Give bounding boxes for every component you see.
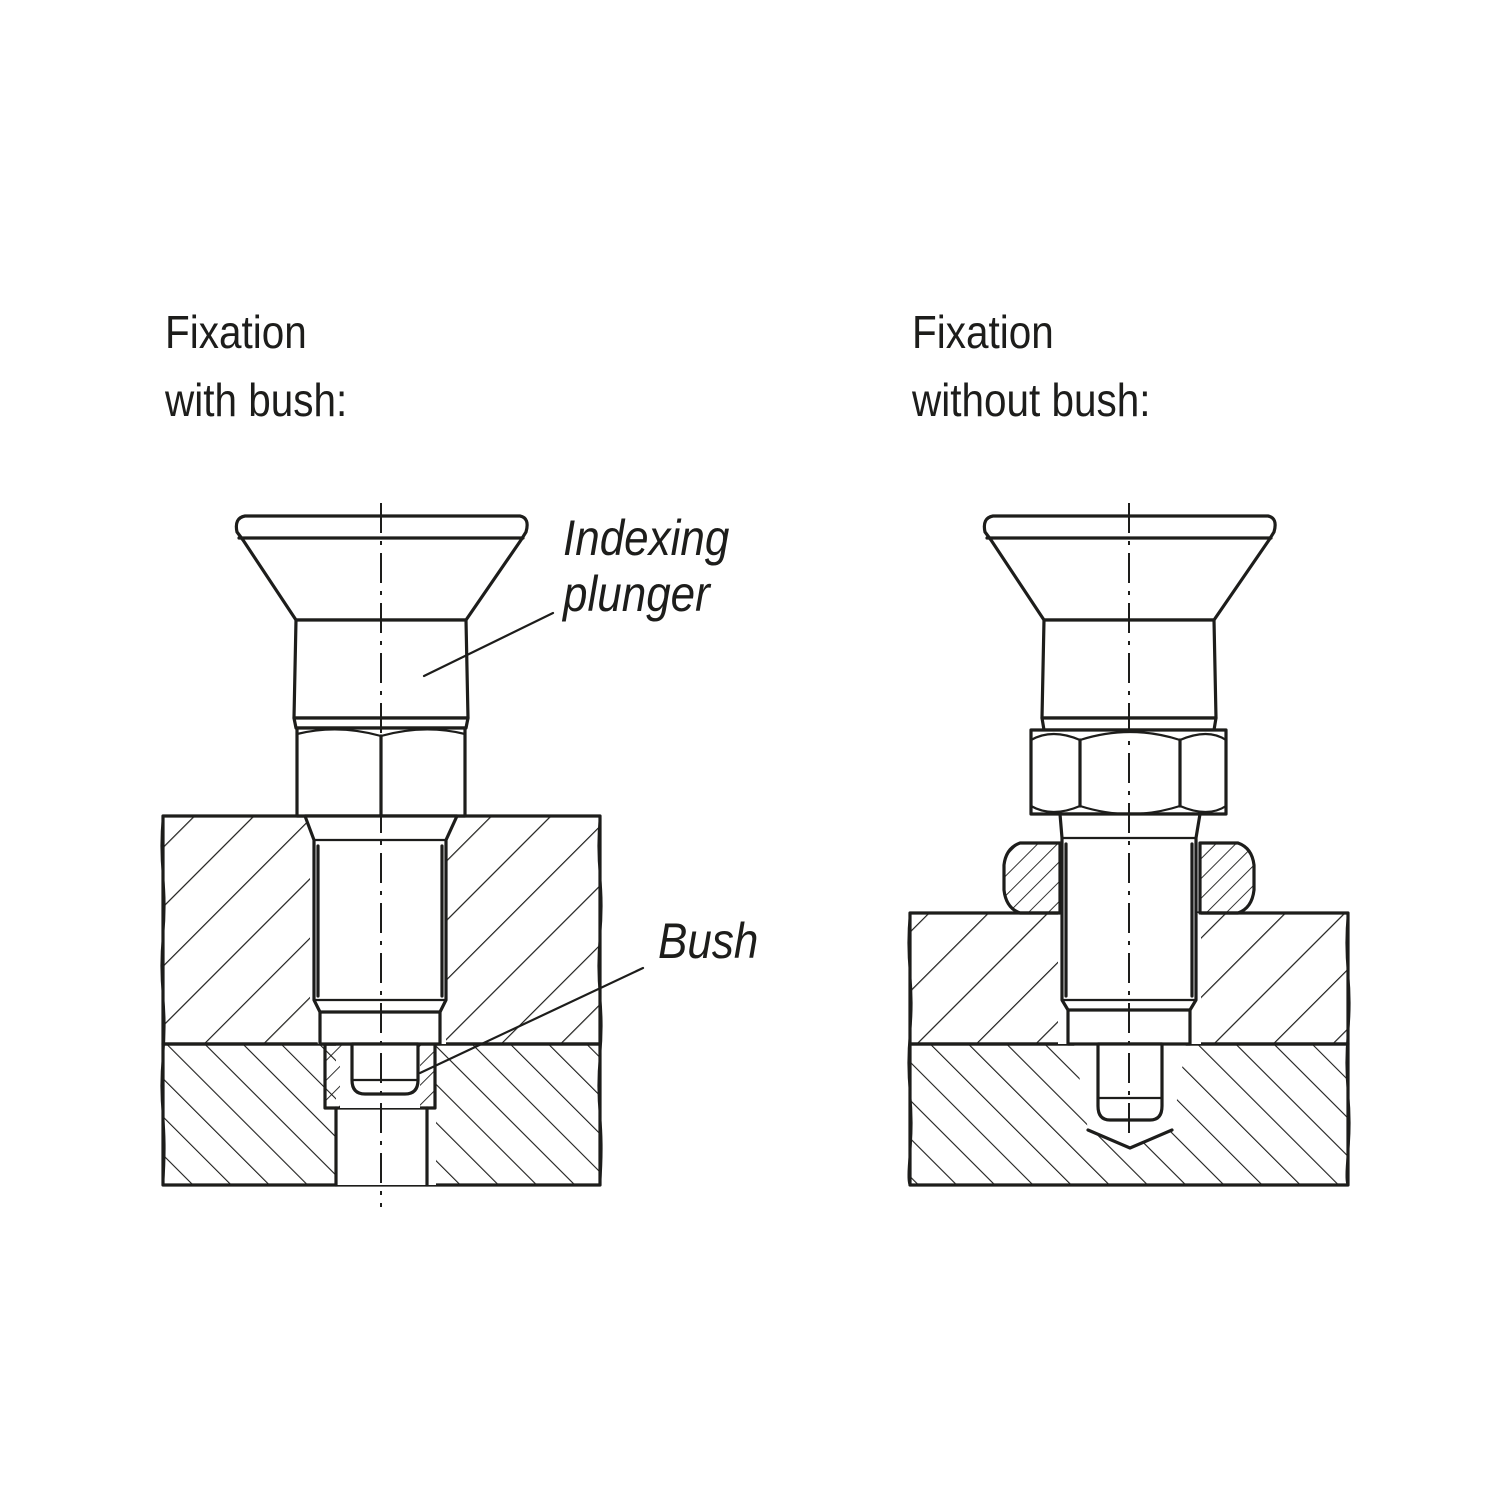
callout-bush-label: Bush [658,913,759,969]
callout-indexing-plunger-line1: Indexing [563,510,730,566]
plunger-pin [350,1042,420,1096]
break-line-left-right-assembly [907,911,913,1187]
assembly-with-bush [160,503,645,1207]
heading-without-bush: Fixation without bush: [912,298,1151,434]
heading-with-bush-line2: with bush: [165,374,348,426]
callout-bush: Bush [658,913,758,969]
callout-indexing-plunger: Indexing plunger [563,510,729,622]
break-line-right [597,814,603,1187]
leader-indexing-plunger [422,611,555,678]
callout-indexing-plunger-line2: plunger [563,566,710,622]
heading-with-bush: Fixation with bush: [165,298,347,434]
heading-without-bush-line2: without bush: [912,374,1151,426]
drill-point [1086,1128,1174,1150]
assembly-without-bush [907,503,1351,1187]
leader-bush [418,966,645,1075]
heading-with-bush-line1: Fixation [165,306,307,358]
break-line-left [160,814,166,1187]
lock-nut [1002,841,1256,915]
heading-without-bush-line1: Fixation [912,306,1054,358]
break-line-right-right-assembly [1345,911,1351,1187]
